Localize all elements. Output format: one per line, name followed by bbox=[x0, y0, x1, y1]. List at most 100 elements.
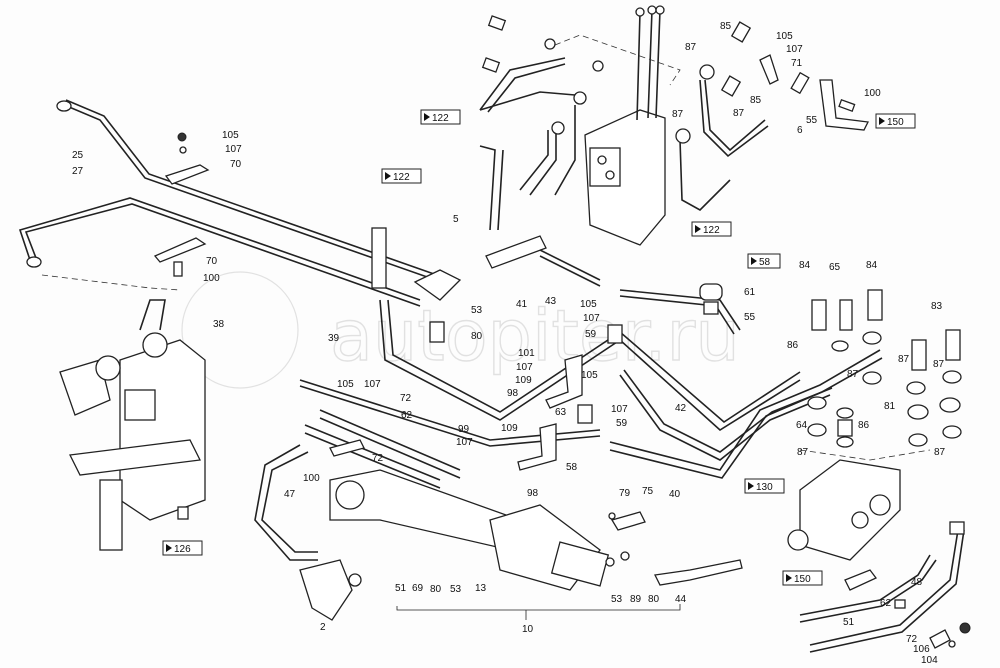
valve-pipes bbox=[479, 15, 604, 196]
part-label-99: 99 bbox=[458, 424, 470, 435]
part-label-107: 107 bbox=[456, 437, 473, 448]
part-label-105: 105 bbox=[581, 370, 598, 381]
reference-box-122: 122 bbox=[381, 168, 422, 184]
reference-box-126: 126 bbox=[162, 540, 203, 556]
reference-label: 122 bbox=[703, 225, 720, 236]
part-label-98: 98 bbox=[507, 388, 519, 399]
part-label-107: 107 bbox=[786, 44, 803, 55]
part-label-65: 65 bbox=[829, 262, 841, 273]
hoses-48-51 bbox=[799, 521, 971, 653]
hoses-62 bbox=[304, 409, 461, 489]
part-label-80: 80 bbox=[430, 584, 442, 595]
part-label-51: 51 bbox=[843, 617, 855, 628]
part-label-107: 107 bbox=[611, 404, 628, 415]
part-label-87: 87 bbox=[733, 108, 745, 119]
part-label-109: 109 bbox=[501, 423, 518, 434]
part-label-105: 105 bbox=[580, 299, 597, 310]
part-label-5: 5 bbox=[453, 214, 459, 225]
control-valve bbox=[554, 5, 681, 246]
reference-label: 126 bbox=[174, 544, 191, 555]
reference-label: 150 bbox=[794, 574, 811, 585]
part-label-100: 100 bbox=[203, 273, 220, 284]
arrow-icon bbox=[751, 257, 757, 265]
part-label-87: 87 bbox=[797, 447, 809, 458]
part-label-48: 48 bbox=[911, 577, 923, 588]
part-label-62: 62 bbox=[401, 410, 413, 421]
reference-label: 122 bbox=[432, 113, 449, 124]
reference-box-150: 150 bbox=[782, 570, 823, 586]
part-label-62: 62 bbox=[880, 598, 892, 609]
part-label-6: 6 bbox=[797, 125, 803, 136]
part-label-100: 100 bbox=[303, 473, 320, 484]
right-top-pipes bbox=[675, 21, 869, 211]
elbow-fitting bbox=[371, 227, 462, 343]
part-label-105: 105 bbox=[337, 379, 354, 390]
part-label-10: 10 bbox=[522, 624, 534, 635]
part-label-40: 40 bbox=[669, 489, 681, 500]
arrow-icon bbox=[879, 117, 885, 125]
part-label-87: 87 bbox=[933, 359, 945, 370]
arrow-icon bbox=[166, 544, 172, 552]
part-label-59: 59 bbox=[585, 329, 597, 340]
part-label-58: 58 bbox=[566, 462, 578, 473]
part-label-87: 87 bbox=[685, 42, 697, 53]
reference-box-122: 122 bbox=[691, 221, 732, 237]
part-label-86: 86 bbox=[858, 420, 870, 431]
part-label-55: 55 bbox=[744, 312, 756, 323]
part-label-63: 63 bbox=[555, 407, 567, 418]
part-label-89: 89 bbox=[630, 594, 642, 605]
part-label-42: 42 bbox=[675, 403, 687, 414]
part-label-59: 59 bbox=[616, 418, 628, 429]
part-label-85: 85 bbox=[750, 95, 762, 106]
part-label-100: 100 bbox=[864, 88, 881, 99]
part-label-70: 70 bbox=[230, 159, 242, 170]
reference-box-122: 122 bbox=[420, 109, 461, 125]
arrow-icon bbox=[695, 225, 701, 233]
part-label-107: 107 bbox=[225, 144, 242, 155]
banjo-bolts bbox=[807, 289, 962, 448]
distributor-130 bbox=[787, 449, 931, 561]
part-label-53: 53 bbox=[611, 594, 623, 605]
part-label-25: 25 bbox=[72, 150, 84, 161]
part-label-80: 80 bbox=[471, 331, 483, 342]
reference-label: 150 bbox=[887, 117, 904, 128]
pipe-25-27 bbox=[56, 99, 435, 279]
arrow-icon bbox=[424, 113, 430, 121]
watermark: autopiter.ru bbox=[181, 271, 740, 389]
part-label-84: 84 bbox=[866, 260, 878, 271]
part-label-70: 70 bbox=[206, 256, 218, 267]
part-label-87: 87 bbox=[672, 109, 684, 120]
part-label-53: 53 bbox=[471, 305, 483, 316]
part-label-64: 64 bbox=[796, 420, 808, 431]
part-label-83: 83 bbox=[931, 301, 943, 312]
part-label-72: 72 bbox=[906, 634, 918, 645]
part-label-79: 79 bbox=[619, 488, 631, 499]
part-label-72: 72 bbox=[400, 393, 412, 404]
tube-43 bbox=[479, 145, 601, 287]
part-label-27: 27 bbox=[72, 166, 84, 177]
arrow-icon bbox=[748, 482, 754, 490]
part-label-61: 61 bbox=[744, 287, 756, 298]
part-label-101: 101 bbox=[518, 348, 535, 359]
reference-box-130: 130 bbox=[744, 478, 785, 494]
part-label-38: 38 bbox=[213, 319, 225, 330]
pipe-40-42 bbox=[299, 289, 883, 479]
reference-box-58: 58 bbox=[747, 253, 781, 269]
arrow-icon bbox=[385, 172, 391, 180]
part-label-85: 85 bbox=[720, 21, 732, 32]
part-label-44: 44 bbox=[675, 594, 687, 605]
reference-box-150: 150 bbox=[875, 113, 916, 129]
part-label-87: 87 bbox=[847, 369, 859, 380]
pipe-loop-left bbox=[18, 197, 421, 307]
part-label-69: 69 bbox=[412, 583, 424, 594]
part-label-81: 81 bbox=[884, 401, 896, 412]
part-label-87: 87 bbox=[934, 447, 946, 458]
part-label-39: 39 bbox=[328, 333, 340, 344]
part-label-71: 71 bbox=[791, 58, 803, 69]
part-label-105: 105 bbox=[776, 31, 793, 42]
part-label-87: 87 bbox=[898, 354, 910, 365]
hose-47 bbox=[254, 444, 362, 621]
part-label-104: 104 bbox=[921, 655, 938, 666]
part-label-107: 107 bbox=[364, 379, 381, 390]
